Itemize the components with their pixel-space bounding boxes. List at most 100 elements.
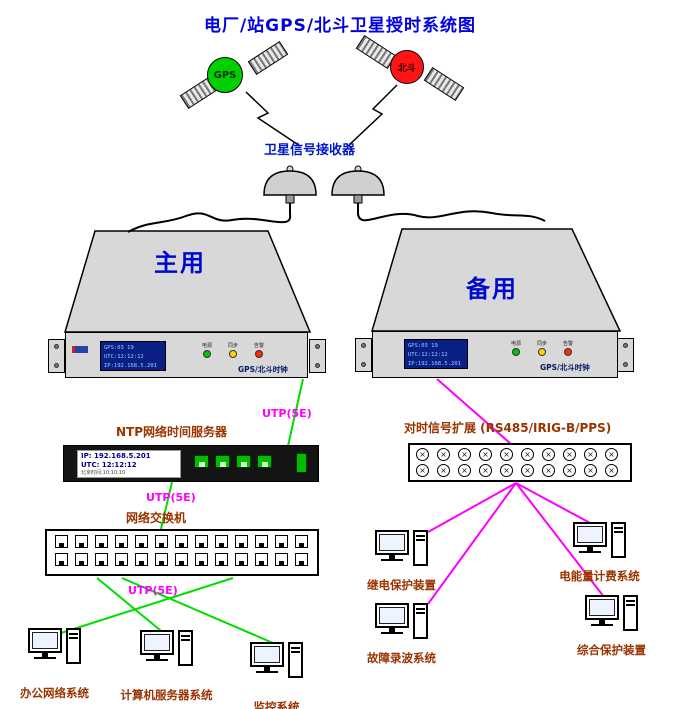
led-label-sync: 同步	[227, 343, 238, 349]
antenna-dome-left-icon	[263, 170, 317, 196]
monitor-base	[591, 624, 613, 626]
signal-connector-icon	[563, 464, 576, 477]
rj45-port-icon	[215, 553, 228, 566]
rj45-port-icon	[115, 535, 128, 548]
monitor-base	[146, 659, 168, 661]
timing-wires	[427, 378, 605, 605]
rj45-port-icon	[75, 553, 88, 566]
signal-connector-icon	[500, 448, 513, 461]
rj45-port-icon	[55, 553, 68, 566]
lcd-line: UTC:12:12:12	[408, 351, 448, 358]
rj45-port-icon	[175, 535, 188, 548]
monitor-frame	[573, 522, 607, 547]
antenna-dome-right-icon	[331, 170, 385, 196]
antenna-cable-right	[357, 203, 546, 222]
primary-clock-top-face	[63, 230, 312, 333]
rj45-port-icon	[135, 535, 148, 548]
antenna-stem-left	[285, 194, 295, 204]
rack-ear	[617, 338, 634, 372]
led-label-alarm: 告警	[562, 341, 573, 347]
monitor-screen	[577, 526, 603, 543]
backup-clock-top-face	[370, 228, 622, 332]
computer-tower-icon	[66, 628, 81, 664]
monitor-stand	[154, 655, 160, 659]
monitor-frame	[585, 595, 619, 620]
computer-tower-icon	[623, 595, 638, 631]
signal-connector-icon	[584, 448, 597, 461]
ethernet-port-icon	[236, 455, 251, 468]
monitor-stand	[389, 628, 395, 632]
workstation-label: 综合保护装置	[577, 643, 646, 657]
network-switch-label: 网络交换机	[126, 511, 187, 525]
rj45-port-icon	[115, 553, 128, 566]
rj45-port-icon	[255, 553, 268, 566]
ethernet-port-icon	[257, 455, 272, 468]
rj45-port-icon	[155, 535, 168, 548]
rj45-port-icon	[195, 535, 208, 548]
monitor-stand	[389, 555, 395, 559]
switch-port-row	[55, 535, 317, 548]
primary-clock-type-label: GPS/北斗时钟	[238, 365, 288, 374]
monitor-stand	[42, 653, 48, 657]
signal-connector-icon	[542, 464, 555, 477]
signal-connector-icon	[458, 448, 471, 461]
signal-connector-icon	[605, 464, 618, 477]
primary-clock-lcd: GPS:03 19 UTC:12:12:12 IP:192.168.5.201	[100, 341, 166, 371]
signal-connector-icon	[605, 448, 618, 461]
wire-expansion-to-billing	[515, 482, 593, 525]
monitor-screen	[144, 634, 170, 651]
ntp-port-row	[194, 455, 272, 468]
workstation-label: 故障录波系统	[367, 651, 436, 665]
sync-led-icon	[229, 350, 237, 358]
network-switch-rack	[45, 529, 319, 576]
monitor-icon	[140, 630, 174, 661]
workstation-fault-recording: 故障录波系统	[367, 603, 436, 665]
gps-satellite-label: GPS	[213, 69, 237, 81]
workstation-server: 计算机服务器系统	[121, 630, 213, 702]
monitor-icon	[375, 530, 409, 561]
ntp-server-rack: IP: 192.168.5.201 UTC: 12:12:12 北京时间:10:…	[63, 445, 319, 482]
lcd-line: IP:192.168.5.201	[408, 360, 461, 367]
monitor-screen	[589, 599, 615, 616]
ethernet-port-icon	[194, 455, 209, 468]
monitor-base	[256, 671, 278, 673]
drive-slot	[626, 604, 635, 606]
drive-slot	[291, 651, 300, 653]
monitor-stand	[264, 667, 270, 671]
monitor-icon	[28, 628, 62, 659]
workstation-energy-billing: 电能量计费系统	[559, 522, 640, 583]
utp-label-3: UTP(5E)	[128, 584, 178, 597]
computer-tower-icon	[413, 530, 428, 566]
monitor-stand	[599, 620, 605, 624]
timing-expansion-rack	[408, 443, 632, 482]
drive-slot	[416, 608, 425, 610]
alarm-led-icon	[564, 348, 572, 356]
screw-hole	[315, 344, 320, 349]
workstation-comprehensive-protection: 综合保护装置	[577, 595, 646, 657]
led-label-power: 电源	[201, 343, 212, 349]
rj45-port-icon	[195, 553, 208, 566]
lcd-line: IP:192.168.5.201	[104, 362, 157, 369]
connector-row	[416, 448, 630, 461]
beidou-signal-zigzag	[347, 84, 398, 147]
ethernet-port-icon	[215, 455, 230, 468]
signal-connector-icon	[437, 464, 450, 477]
alarm-led-icon	[255, 350, 263, 358]
monitor-frame	[250, 642, 284, 667]
rj45-port-icon	[135, 553, 148, 566]
ntp-display-screen: IP: 192.168.5.201 UTC: 12:12:12 北京时间:10:…	[77, 450, 181, 478]
workstation-relay-protection: 继电保护装置	[367, 530, 436, 592]
signal-connector-icon	[416, 464, 429, 477]
rj45-port-icon	[95, 535, 108, 548]
computer-tower-icon	[178, 630, 193, 666]
rj45-port-icon	[95, 553, 108, 566]
screw-hole	[623, 362, 628, 367]
primary-clock-name: 主用	[154, 249, 206, 277]
screw-hole	[361, 343, 366, 348]
rj45-port-icon	[75, 535, 88, 548]
page-title: 电厂/站GPS/北斗卫星授时系统图	[203, 16, 477, 36]
workstation-label: 监控系统	[253, 700, 300, 709]
wire-switch-to-monitoring	[121, 577, 281, 647]
monitor-icon	[375, 603, 409, 634]
